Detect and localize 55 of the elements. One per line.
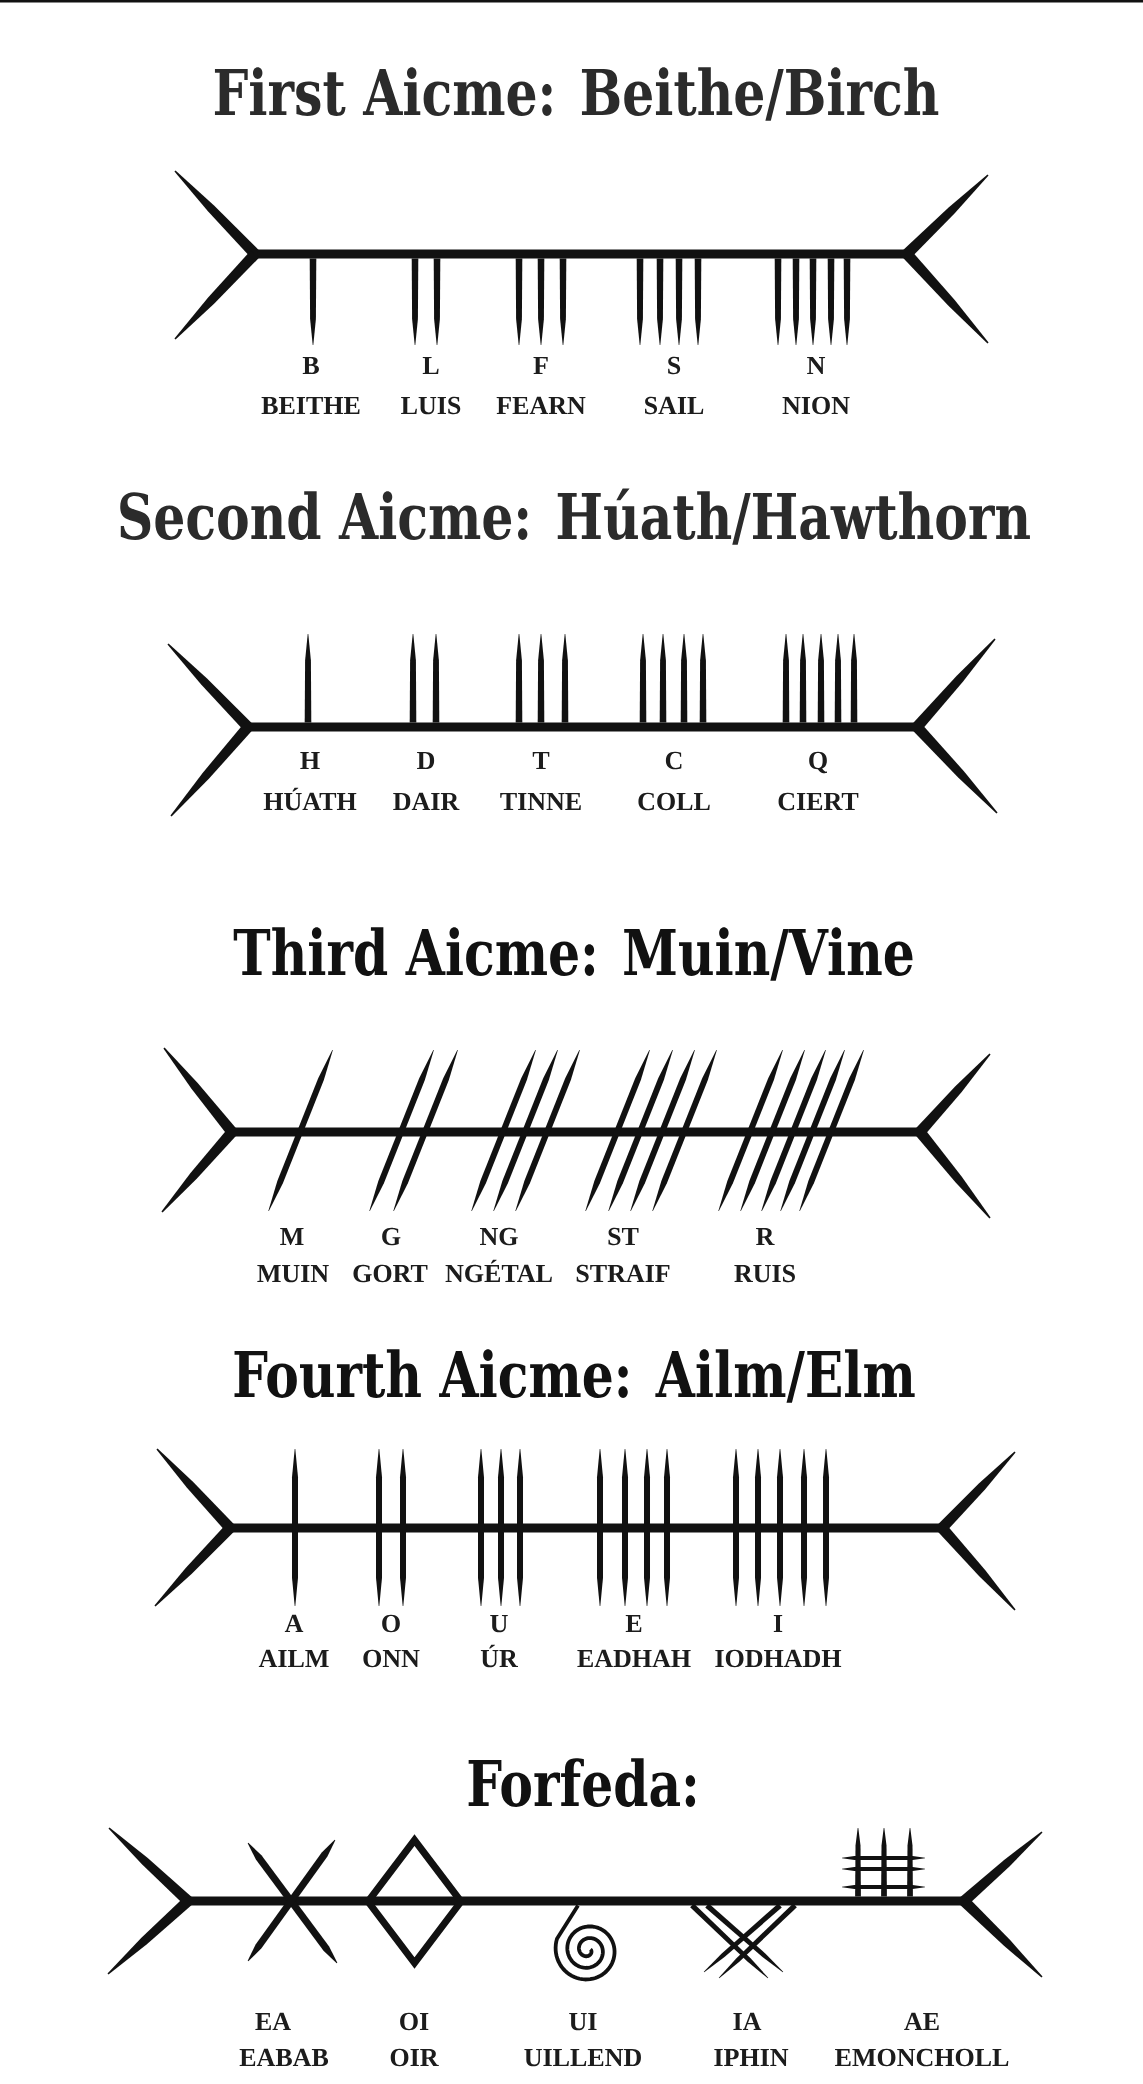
letter-label: C: [665, 751, 682, 770]
letter-label: H: [300, 752, 320, 769]
letter-label: NG: [480, 1227, 518, 1246]
letter-name: TINNE: [500, 793, 581, 810]
letter-label: O: [382, 1614, 400, 1633]
letter-name: SAIL: [645, 396, 704, 415]
letter-name: IODHADH: [715, 1649, 842, 1668]
letter-name: STRAIF: [576, 1264, 670, 1283]
letter-name: BEITHE: [261, 396, 360, 415]
letter-label: S: [668, 356, 681, 375]
letter-label: M: [280, 1228, 304, 1245]
letter-label: Q: [809, 751, 827, 774]
letter-name: AILM: [258, 1649, 329, 1667]
heading: First Aicme: Beithe/Birch: [214, 67, 939, 121]
letter-name: CIERT: [778, 792, 859, 811]
letter-label: U: [490, 1615, 508, 1633]
letter-name: RUIS: [734, 1264, 795, 1283]
letter-label: T: [532, 752, 550, 769]
letter-name: DAIR: [393, 792, 460, 811]
letter-label: IA: [733, 2012, 762, 2030]
letter-label: OI: [400, 2012, 429, 2031]
letter-name: UILLEND: [524, 2049, 641, 2067]
letter-name: LUIS: [401, 396, 461, 415]
letter-label: N: [807, 356, 826, 374]
letter-name: IPHIN: [714, 2049, 789, 2066]
letter-label: F: [533, 356, 548, 374]
letter-name: EMONCHOLL: [835, 2048, 1009, 2067]
letter-label: R: [756, 1228, 775, 1245]
letter-label: AE: [904, 2012, 939, 2030]
letter-name: GORT: [353, 1264, 428, 1283]
letter-name: NGÉTAL: [445, 1259, 552, 1283]
heading: Third Aicme: Muin/Vine: [233, 927, 913, 981]
letter-label: UI: [569, 2013, 597, 2031]
letter-label: G: [382, 1227, 401, 1246]
letter-name: ÚR: [480, 1644, 518, 1668]
letter-label: E: [625, 1615, 642, 1632]
letter-name: ONN: [363, 1649, 420, 1668]
letter-label: EA: [255, 2012, 291, 2030]
letter-name: EABAB: [239, 2048, 329, 2067]
letter-label: A: [284, 1614, 304, 1632]
letter-label: D: [417, 752, 435, 770]
letter-name: COLL: [638, 792, 710, 811]
letter-name: NION: [782, 396, 850, 415]
letter-name: OIR: [390, 2048, 439, 2067]
letter-name: FEARN: [496, 396, 586, 414]
letter-label: B: [302, 356, 319, 375]
letter-label: L: [422, 356, 439, 374]
letter-name: EADHAH: [577, 1649, 691, 1668]
letter-label: I: [773, 1615, 783, 1632]
heading: Second Aicme: Húath/Hawthorn: [120, 488, 1030, 545]
letter-label: ST: [608, 1227, 639, 1246]
heading: Forfeda:: [468, 1758, 696, 1807]
letter-name: HÚATH: [263, 787, 357, 811]
letter-name: MUIN: [257, 1265, 329, 1283]
heading: Fourth Aicme: Ailm/Elm: [234, 1349, 915, 1403]
